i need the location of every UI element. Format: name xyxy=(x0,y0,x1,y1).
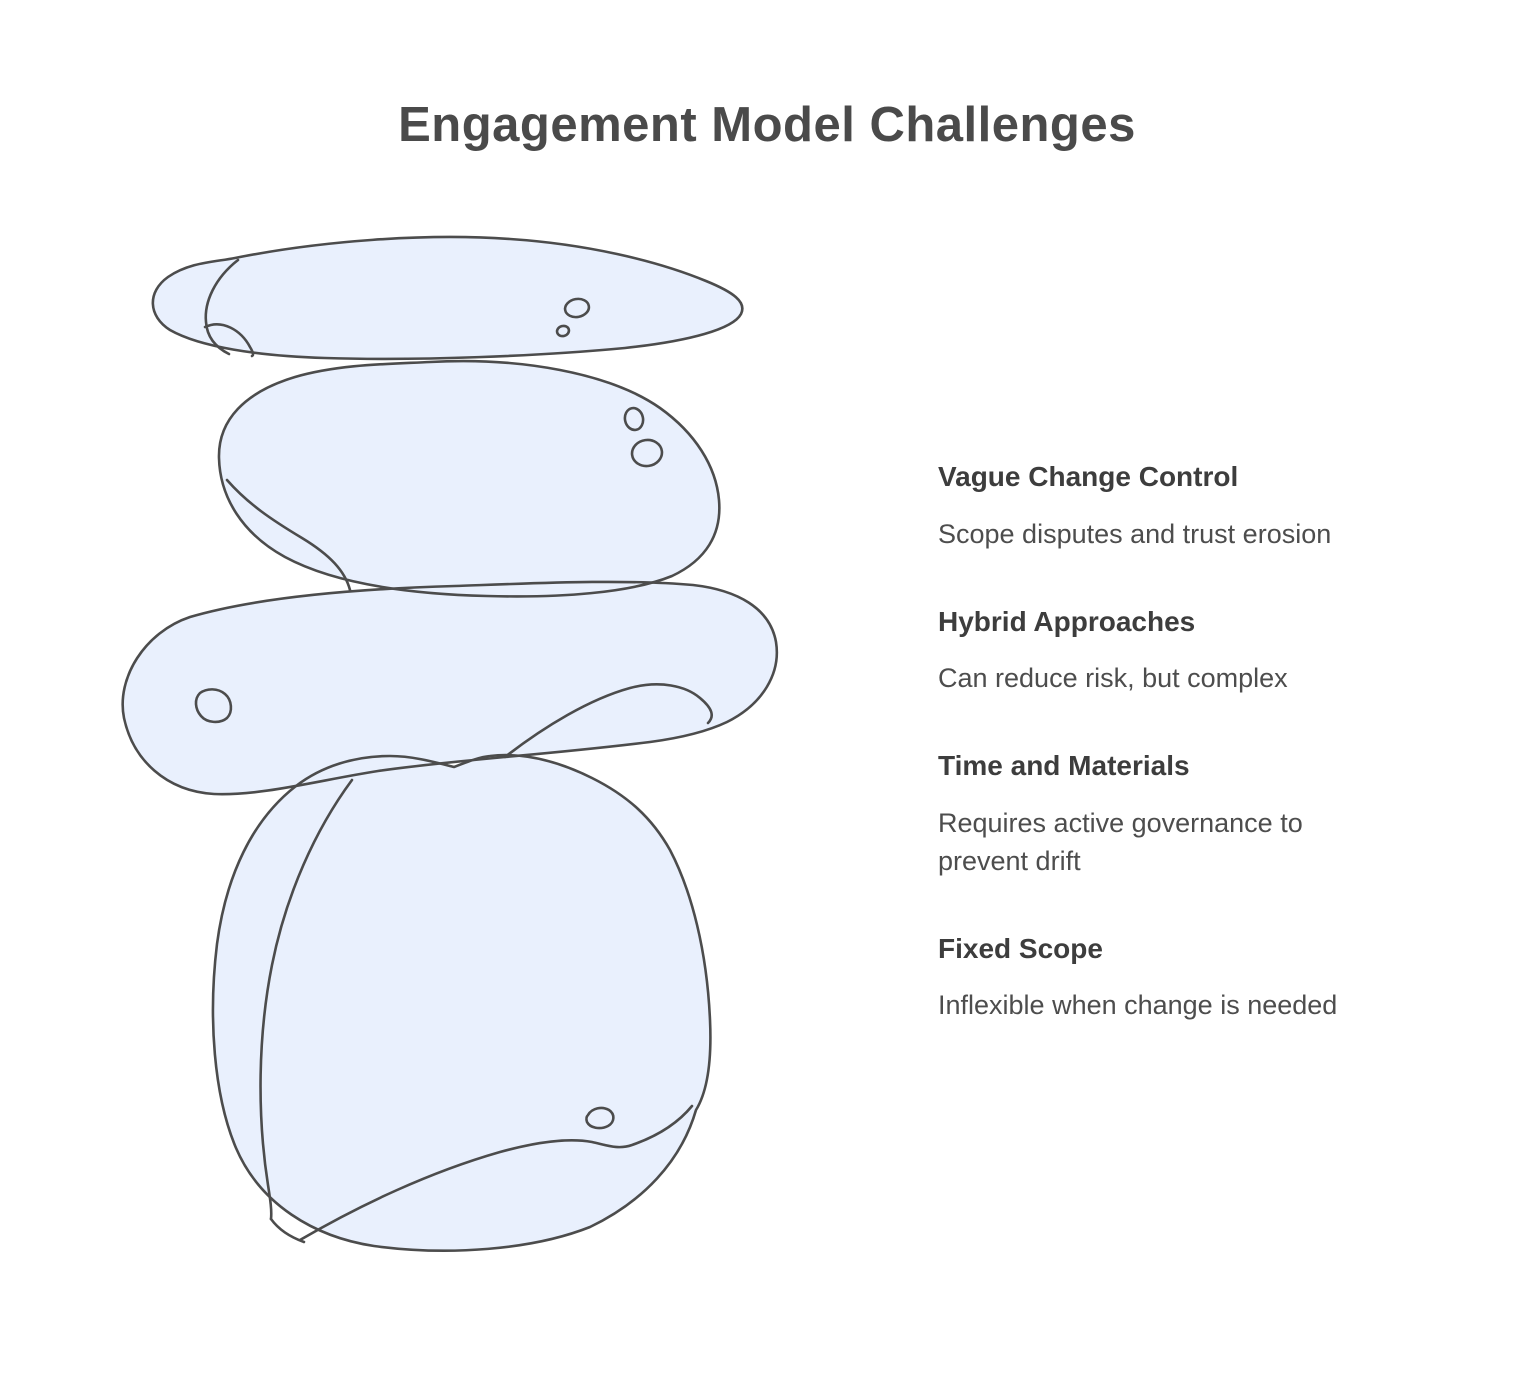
list-item: Fixed Scope Inflexible when change is ne… xyxy=(938,930,1400,1026)
stone-outlines xyxy=(121,235,779,1252)
stone-1-hole-small xyxy=(555,324,571,338)
item-heading: Hybrid Approaches xyxy=(938,605,1196,637)
item-description: Can reduce risk, but complex xyxy=(938,663,1288,694)
stone-4-hole xyxy=(585,1106,615,1130)
stone-4-bottom-wave-line xyxy=(298,1104,694,1242)
stone-4-left-fold-hook-line xyxy=(269,1217,306,1244)
stone-1-hole-large xyxy=(563,297,591,319)
stone-1-fold-line xyxy=(204,258,240,356)
stone-2-hole-small xyxy=(623,406,645,432)
stone-4-left-fold-line xyxy=(259,778,354,1221)
stone-3-hole xyxy=(194,688,233,724)
challenge-list: Vague Change Control Scope disputes and … xyxy=(938,458,1400,1025)
item-heading: Vague Change Control xyxy=(938,461,1239,492)
item-heading: Time and Materials xyxy=(938,750,1190,782)
stone-3-fold-line xyxy=(503,683,714,759)
stone-1-fold-flap-line xyxy=(203,323,255,358)
stone-2-hole-large xyxy=(630,438,664,468)
list-item: Hybrid Approaches Can reduce risk, but c… xyxy=(938,603,1400,699)
item-heading: Fixed Scope xyxy=(938,932,1103,964)
item-description: Requires active governance to prevent dr… xyxy=(938,807,1303,876)
stone-1-fill xyxy=(152,237,743,359)
item-description: Scope disputes and trust erosion xyxy=(938,518,1332,549)
stone-4-fill xyxy=(212,755,711,1251)
list-item: Vague Change Control Scope disputes and … xyxy=(938,458,1400,554)
page-title: Engagement Model Challenges xyxy=(398,98,1136,152)
stone-2-fold-line xyxy=(225,478,352,592)
list-item: Time and Materials Requires active gover… xyxy=(938,747,1400,880)
item-description: Inflexible when change is needed xyxy=(938,990,1338,1021)
